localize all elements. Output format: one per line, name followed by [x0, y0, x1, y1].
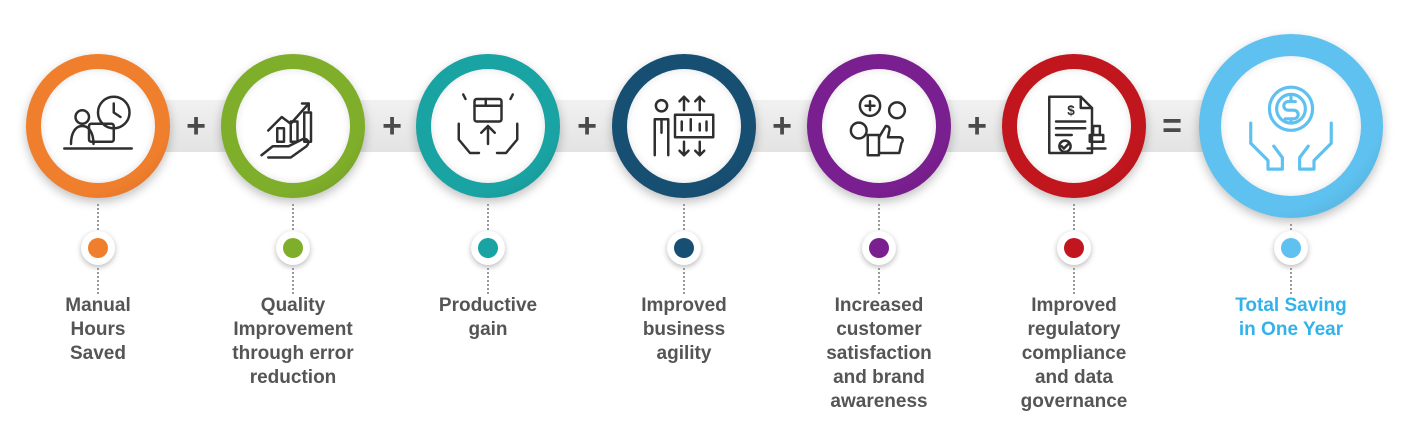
step-5-connector-dots — [878, 204, 880, 230]
step-3-marker-fill — [478, 238, 498, 258]
document-with-stamp-icon: $ — [1038, 90, 1110, 162]
step-4-label: Improved business agility — [599, 294, 769, 366]
businessman-with-adjustment-arrows-icon — [648, 90, 720, 162]
step-2-label-line: Improvement — [233, 319, 353, 340]
hands-with-dollar-coin-icon — [1245, 80, 1337, 172]
step-2-marker-fill — [283, 238, 303, 258]
step-1-connector-dots — [97, 204, 99, 230]
step-5-marker-fill — [869, 238, 889, 258]
plus-operator: + — [186, 107, 206, 145]
step-4-marker-fill — [674, 238, 694, 258]
step-3-label: Productive gain — [403, 294, 573, 342]
step-1-label-line: Hours — [70, 319, 126, 340]
step-4-connector-dots — [683, 204, 685, 230]
total-label-line: Total Saving — [1235, 295, 1347, 316]
svg-text:$: $ — [1067, 103, 1075, 118]
step-5-label-line: awareness — [830, 391, 928, 412]
step-1-label-line: Saved — [70, 343, 126, 364]
person-at-laptop-with-clock-icon — [62, 90, 134, 162]
step-4-icon-well — [627, 69, 741, 183]
total-circle — [1199, 34, 1383, 218]
step-3-connector-dots-lower — [487, 268, 489, 294]
step-6-label-line: Improved — [1031, 295, 1117, 316]
step-3-label-line: gain — [468, 319, 508, 340]
step-2-label-line: reduction — [249, 367, 337, 388]
total-label-line: in One Year — [1238, 319, 1344, 340]
step-2-marker — [276, 231, 310, 265]
step-6-label: Improved regulatory compliance and data gove… — [989, 294, 1159, 414]
plus-operator: + — [382, 107, 402, 145]
step-2-connector-dots-lower — [292, 268, 294, 294]
hand-holding-growth-chart-icon — [257, 90, 329, 162]
step-6-marker — [1057, 231, 1091, 265]
total-connector-dots — [1290, 224, 1292, 230]
step-4-circle — [612, 54, 756, 198]
step-1-label-line: Manual — [65, 295, 131, 316]
step-6-icon-well: $ — [1017, 69, 1131, 183]
customers-with-thumbs-up-icon — [843, 90, 915, 162]
step-6-circle: $ — [1002, 54, 1146, 198]
step-5-circle — [807, 54, 951, 198]
step-4-label-line: business — [642, 319, 726, 340]
step-6-label-line: governance — [1020, 391, 1128, 412]
step-1-circle — [26, 54, 170, 198]
total-marker-fill — [1281, 238, 1301, 258]
step-3-icon-well — [431, 69, 545, 183]
step-5-icon-well — [822, 69, 936, 183]
step-6-label-line: regulatory — [1027, 319, 1121, 340]
total-label: Total Saving in One Year — [1206, 294, 1376, 342]
step-5-connector-dots-lower — [878, 268, 880, 294]
step-6-marker-fill — [1064, 238, 1084, 258]
step-4-marker — [667, 231, 701, 265]
step-6-label-line: compliance — [1021, 343, 1127, 364]
step-3-circle — [416, 54, 560, 198]
step-5-marker — [862, 231, 896, 265]
step-6-connector-dots — [1073, 204, 1075, 230]
step-2-connector-dots — [292, 204, 294, 230]
step-5-label-line: satisfaction — [826, 343, 932, 364]
step-2-label-line: Quality — [260, 295, 326, 316]
step-6-label-line: and data — [1034, 367, 1114, 388]
step-5-label-line: Increased — [834, 295, 924, 316]
step-1-icon-well — [41, 69, 155, 183]
plus-operator: + — [577, 107, 597, 145]
step-3-connector-dots — [487, 204, 489, 230]
hands-holding-box-upload-icon — [452, 90, 524, 162]
total-icon-well — [1221, 56, 1361, 196]
total-connector-dots-lower — [1290, 268, 1292, 294]
step-5-label: Increased customer satisfaction and brand aw… — [794, 294, 964, 414]
plus-operator: + — [772, 107, 792, 145]
step-4-label-line: agility — [656, 343, 712, 364]
step-1-marker — [81, 231, 115, 265]
step-2-circle — [221, 54, 365, 198]
step-3-label-line: Productive — [438, 295, 538, 316]
equals-operator: = — [1162, 107, 1182, 145]
step-2-icon-well — [236, 69, 350, 183]
step-1-connector-dots-lower — [97, 268, 99, 294]
step-5-label-line: customer — [836, 319, 922, 340]
step-5-label-line: and brand — [833, 367, 925, 388]
step-6-connector-dots-lower — [1073, 268, 1075, 294]
step-3-marker — [471, 231, 505, 265]
step-4-label-line: Improved — [641, 295, 727, 316]
total-marker — [1274, 231, 1308, 265]
step-4-connector-dots-lower — [683, 268, 685, 294]
plus-operator: + — [967, 107, 987, 145]
step-1-marker-fill — [88, 238, 108, 258]
step-2-label-line: through error — [232, 343, 354, 364]
